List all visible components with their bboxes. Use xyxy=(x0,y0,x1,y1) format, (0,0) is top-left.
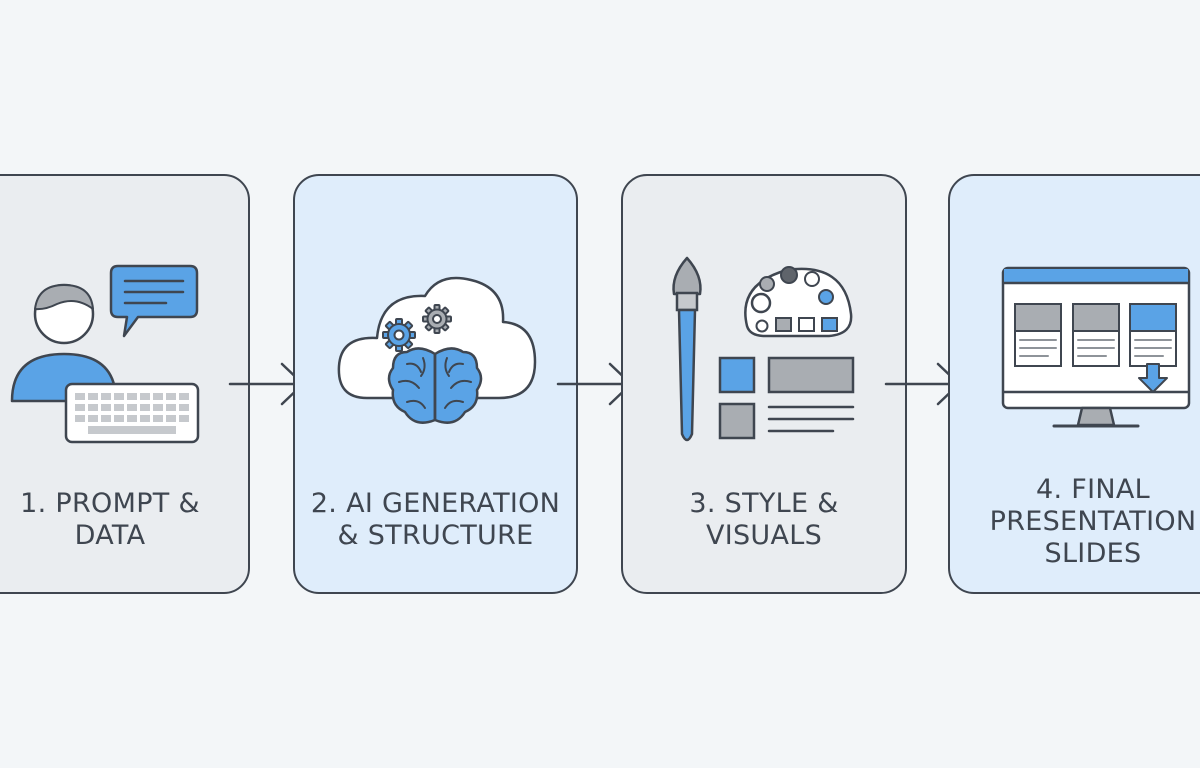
step-2-card: 2. AI GENERATION & STRUCTURE xyxy=(293,174,578,594)
step-4-label: 4. FINAL PRESENTATION SLIDES xyxy=(989,474,1197,569)
user-with-keyboard-icon xyxy=(10,264,200,444)
step-4-card: 4. FINAL PRESENTATION SLIDES xyxy=(948,174,1200,594)
brush-palette-layout-icon xyxy=(672,256,855,442)
step-1-label: 1. PROMPT & DATA xyxy=(20,488,200,551)
step-1-card: 1. PROMPT & DATA xyxy=(0,174,250,594)
step-2-label: 2. AI GENERATION & STRUCTURE xyxy=(310,488,561,551)
monitor-slides-icon xyxy=(1001,266,1191,428)
step-3-card: 3. STYLE & VISUALS xyxy=(621,174,907,594)
cloud-brain-gears-icon xyxy=(337,276,537,424)
step-3-label: 3. STYLE & VISUALS xyxy=(689,488,839,551)
